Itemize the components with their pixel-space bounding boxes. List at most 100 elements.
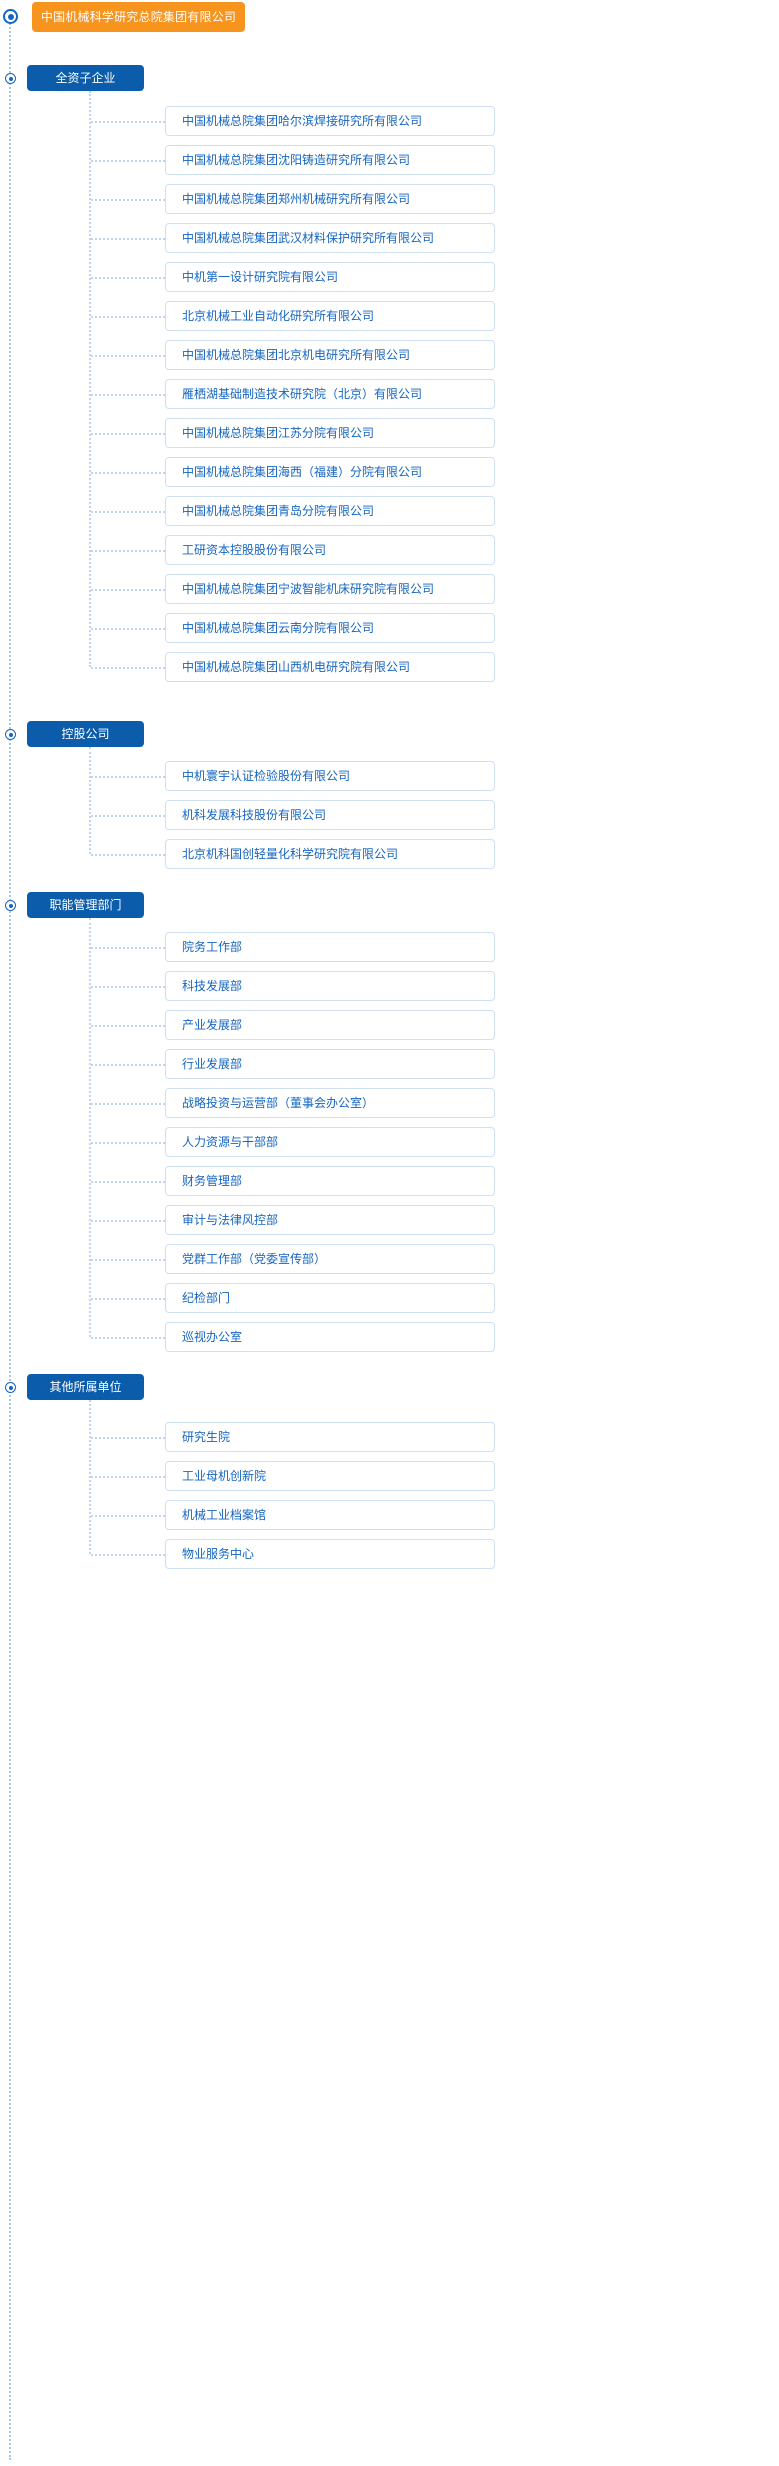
root-node-marker xyxy=(3,9,18,24)
org-item[interactable]: 工研资本控股股份有限公司 xyxy=(165,535,495,565)
org-item[interactable]: 中国机械总院集团海西（福建）分院有限公司 xyxy=(165,457,495,487)
org-item[interactable]: 纪检部门 xyxy=(165,1283,495,1313)
org-item-label: 战略投资与运营部（董事会办公室） xyxy=(182,1096,375,1110)
item-connector xyxy=(91,277,165,279)
item-connector xyxy=(91,986,165,988)
section-header-4[interactable]: 其他所属单位 xyxy=(27,1374,144,1400)
org-item-label: 财务管理部 xyxy=(182,1174,243,1188)
item-connector xyxy=(91,628,165,630)
org-item-label: 中国机械总院集团北京机电研究所有限公司 xyxy=(182,348,411,362)
org-item-label: 中机寰宇认证检验股份有限公司 xyxy=(182,769,351,783)
org-item-label: 人力资源与干部部 xyxy=(182,1135,279,1149)
item-connector xyxy=(91,355,165,357)
item-connector xyxy=(91,511,165,513)
org-item-label: 中国机械总院集团郑州机械研究所有限公司 xyxy=(182,192,411,206)
item-connector xyxy=(91,1103,165,1105)
org-item[interactable]: 党群工作部（党委宣传部） xyxy=(165,1244,495,1274)
org-item[interactable]: 财务管理部 xyxy=(165,1166,495,1196)
org-item-label: 机械工业档案馆 xyxy=(182,1508,267,1522)
item-connector xyxy=(91,1554,165,1556)
item-connector xyxy=(91,1515,165,1517)
org-item-label: 中国机械总院集团武汉材料保护研究所有限公司 xyxy=(182,231,435,245)
org-item-label: 审计与法律风控部 xyxy=(182,1213,279,1227)
org-item[interactable]: 中国机械总院集团沈阳铸造研究所有限公司 xyxy=(165,145,495,175)
org-item[interactable]: 北京机科国创轻量化科学研究院有限公司 xyxy=(165,839,495,869)
org-item-label: 雁栖湖基础制造技术研究院（北京）有限公司 xyxy=(182,387,423,401)
org-item[interactable]: 中国机械总院集团云南分院有限公司 xyxy=(165,613,495,643)
org-item[interactable]: 中机第一设计研究院有限公司 xyxy=(165,262,495,292)
item-connector xyxy=(91,1298,165,1300)
section-marker-1 xyxy=(5,73,16,84)
org-item[interactable]: 北京机械工业自动化研究所有限公司 xyxy=(165,301,495,331)
org-item[interactable]: 审计与法律风控部 xyxy=(165,1205,495,1235)
org-item-label: 党群工作部（党委宣传部） xyxy=(182,1252,327,1266)
org-item[interactable]: 中国机械总院集团山西机电研究院有限公司 xyxy=(165,652,495,682)
org-item[interactable]: 中机寰宇认证检验股份有限公司 xyxy=(165,761,495,791)
org-item[interactable]: 巡视办公室 xyxy=(165,1322,495,1352)
section-marker-3 xyxy=(5,900,16,911)
org-item-label: 中国机械总院集团江苏分院有限公司 xyxy=(182,426,375,440)
item-connector xyxy=(91,1220,165,1222)
section-header-2[interactable]: 控股公司 xyxy=(27,721,144,747)
item-connector xyxy=(91,1181,165,1183)
org-item[interactable]: 中国机械总院集团郑州机械研究所有限公司 xyxy=(165,184,495,214)
org-item-label: 北京机械工业自动化研究所有限公司 xyxy=(182,309,375,323)
org-item[interactable]: 院务工作部 xyxy=(165,932,495,962)
item-connector xyxy=(91,160,165,162)
item-connector xyxy=(91,316,165,318)
section-header-1[interactable]: 全资子企业 xyxy=(27,65,144,91)
org-item[interactable]: 机科发展科技股份有限公司 xyxy=(165,800,495,830)
item-connector xyxy=(91,854,165,856)
org-item[interactable]: 中国机械总院集团哈尔滨焊接研究所有限公司 xyxy=(165,106,495,136)
org-item-label: 产业发展部 xyxy=(182,1018,243,1032)
org-item-label: 中国机械总院集团青岛分院有限公司 xyxy=(182,504,375,518)
item-connector xyxy=(91,1437,165,1439)
org-item[interactable]: 战略投资与运营部（董事会办公室） xyxy=(165,1088,495,1118)
item-connector xyxy=(91,1259,165,1261)
section-branch-line-2 xyxy=(89,747,91,854)
org-item-label: 中国机械总院集团哈尔滨焊接研究所有限公司 xyxy=(182,114,423,128)
item-connector xyxy=(91,1025,165,1027)
section-header-3[interactable]: 职能管理部门 xyxy=(27,892,144,918)
org-item-label: 行业发展部 xyxy=(182,1057,243,1071)
section-marker-4 xyxy=(5,1382,16,1393)
main-spine-line xyxy=(9,20,11,2460)
root-node[interactable]: 中国机械科学研究总院集团有限公司 xyxy=(32,2,245,32)
item-connector xyxy=(91,947,165,949)
item-connector xyxy=(91,1476,165,1478)
org-item-label: 纪检部门 xyxy=(182,1291,231,1305)
org-item[interactable]: 中国机械总院集团北京机电研究所有限公司 xyxy=(165,340,495,370)
item-connector xyxy=(91,121,165,123)
org-item-label: 科技发展部 xyxy=(182,979,243,993)
section-branch-line-1 xyxy=(89,91,91,667)
org-item[interactable]: 中国机械总院集团宁波智能机床研究院有限公司 xyxy=(165,574,495,604)
org-item[interactable]: 行业发展部 xyxy=(165,1049,495,1079)
org-item[interactable]: 科技发展部 xyxy=(165,971,495,1001)
section-branch-line-3 xyxy=(89,918,91,1337)
org-item[interactable]: 中国机械总院集团江苏分院有限公司 xyxy=(165,418,495,448)
org-item[interactable]: 中国机械总院集团武汉材料保护研究所有限公司 xyxy=(165,223,495,253)
org-item-label: 中国机械总院集团海西（福建）分院有限公司 xyxy=(182,465,423,479)
item-connector xyxy=(91,433,165,435)
org-item-label: 院务工作部 xyxy=(182,940,243,954)
org-item-label: 机科发展科技股份有限公司 xyxy=(182,808,327,822)
org-item-label: 中机第一设计研究院有限公司 xyxy=(182,270,339,284)
item-connector xyxy=(91,394,165,396)
item-connector xyxy=(91,1142,165,1144)
org-item[interactable]: 研究生院 xyxy=(165,1422,495,1452)
org-item[interactable]: 中国机械总院集团青岛分院有限公司 xyxy=(165,496,495,526)
org-item[interactable]: 产业发展部 xyxy=(165,1010,495,1040)
org-item[interactable]: 机械工业档案馆 xyxy=(165,1500,495,1530)
item-connector xyxy=(91,667,165,669)
org-item-label: 工业母机创新院 xyxy=(182,1469,267,1483)
item-connector xyxy=(91,589,165,591)
org-item[interactable]: 雁栖湖基础制造技术研究院（北京）有限公司 xyxy=(165,379,495,409)
org-item-label: 物业服务中心 xyxy=(182,1547,255,1561)
org-item[interactable]: 人力资源与干部部 xyxy=(165,1127,495,1157)
item-connector xyxy=(91,776,165,778)
org-item-label: 巡视办公室 xyxy=(182,1330,243,1344)
org-item-label: 中国机械总院集团沈阳铸造研究所有限公司 xyxy=(182,153,411,167)
org-item[interactable]: 物业服务中心 xyxy=(165,1539,495,1569)
org-item[interactable]: 工业母机创新院 xyxy=(165,1461,495,1491)
